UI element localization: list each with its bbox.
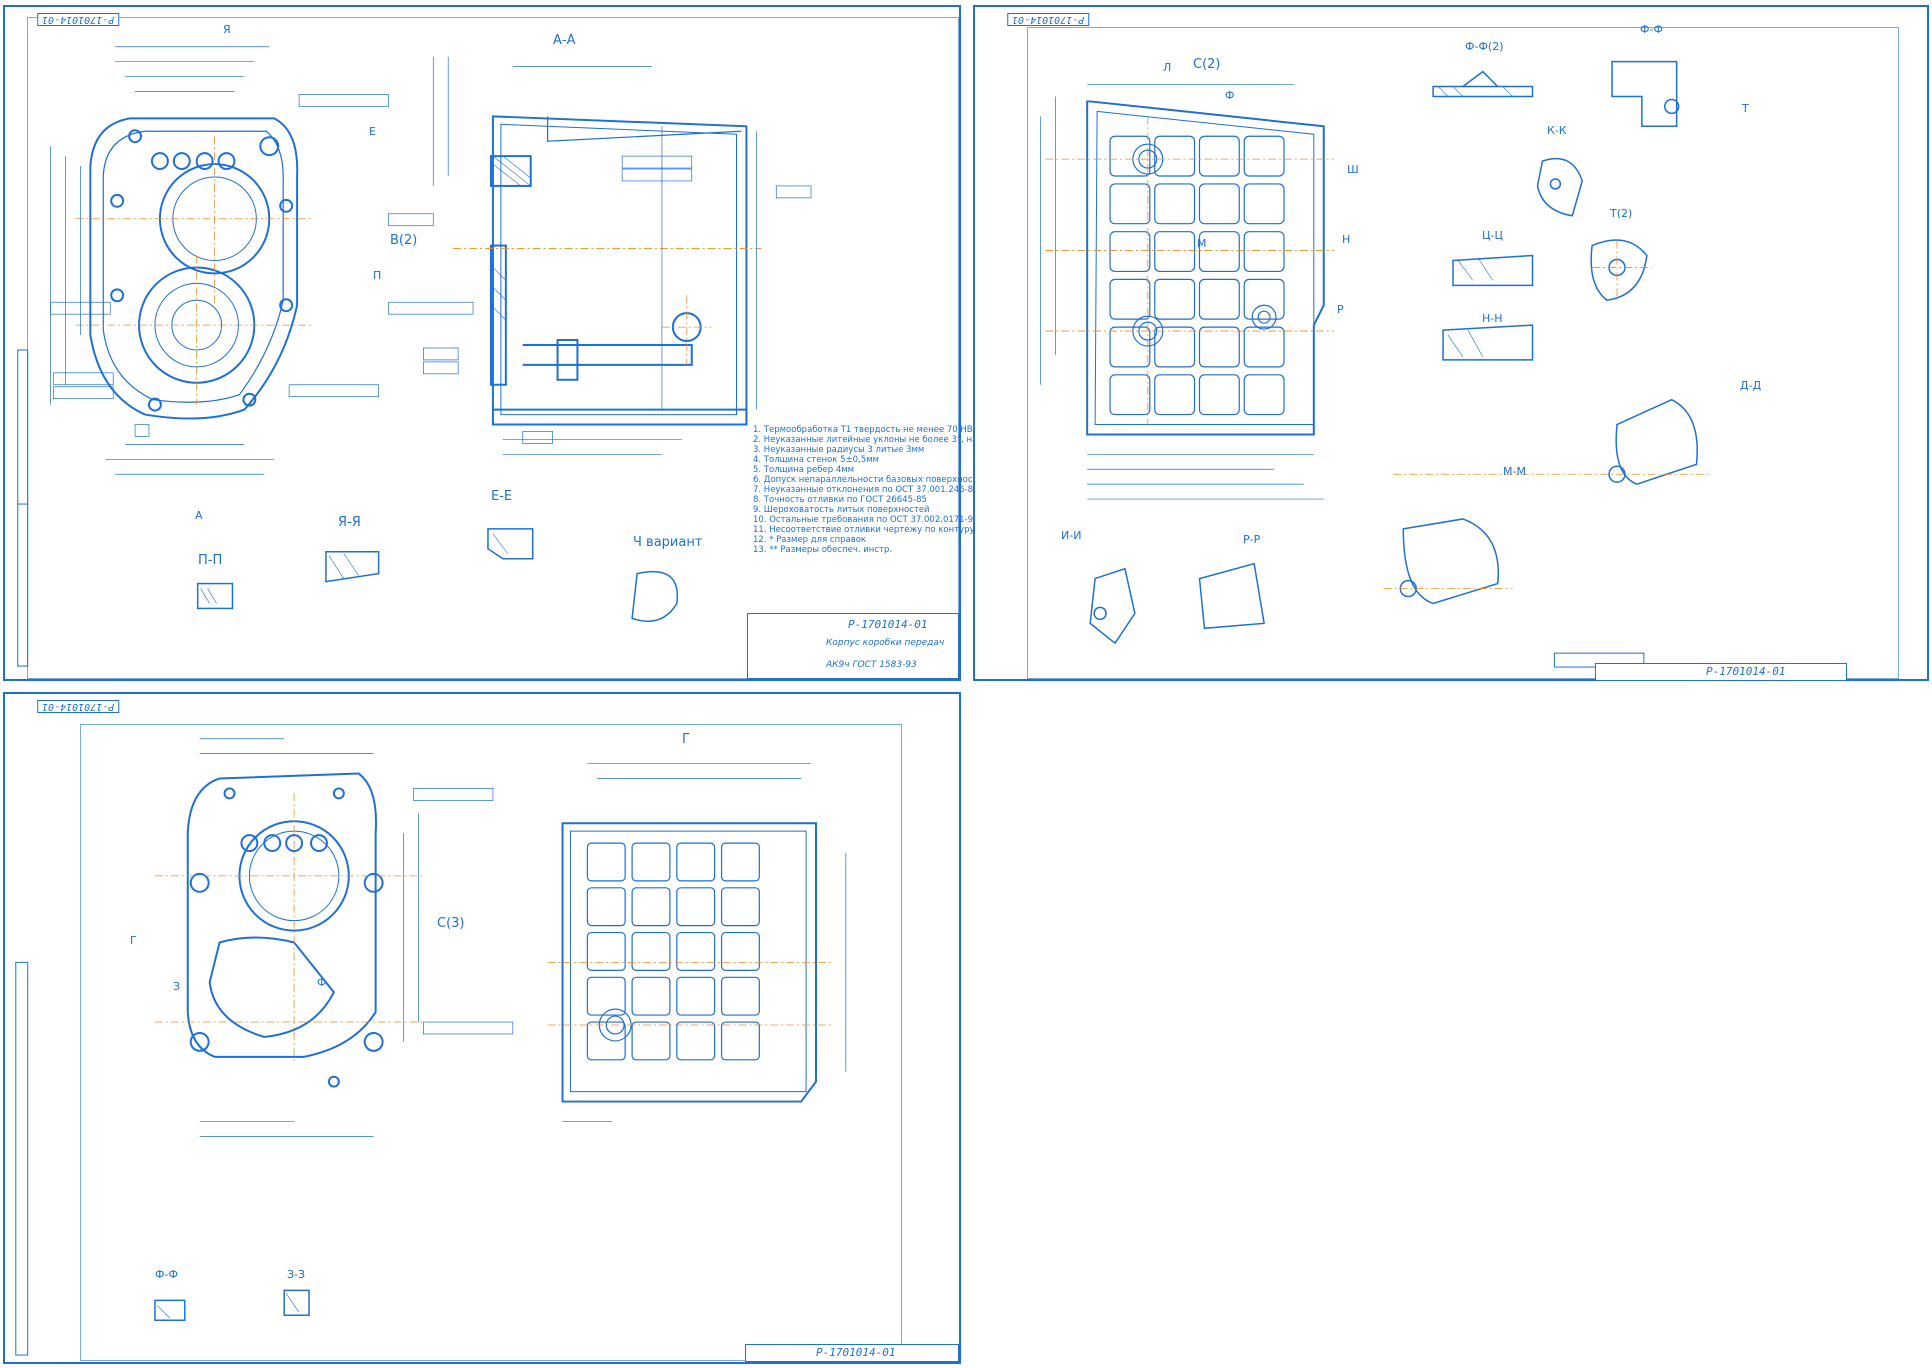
view-label-r: Р	[1337, 303, 1344, 316]
drawing-sheet-3: Р-1701014-01	[3, 692, 961, 1364]
view-label-g-arrow: Г	[130, 934, 137, 947]
section-aa	[489, 115, 748, 426]
sheet-1-drawing	[17, 46, 956, 667]
housing-rear-view	[186, 772, 384, 1088]
view-label-c2: С(2)	[1193, 57, 1221, 72]
section-yaya	[325, 551, 380, 583]
housing-top-view	[1086, 100, 1325, 436]
section-pp	[196, 582, 234, 610]
view-label-b2: В(2)	[390, 233, 418, 248]
title-block: Р-1701014-01	[1595, 663, 1847, 681]
section-zz	[283, 1289, 310, 1317]
view-label-yaya: Я-Я	[338, 515, 361, 530]
drawing-code: Р-1701014-01	[1706, 665, 1786, 678]
section-ee	[487, 528, 534, 560]
view-label-rr: Р-Р	[1243, 533, 1261, 546]
note-line: 1. Термообработка Т1 твердость не менее …	[753, 425, 973, 435]
view-label-ff: Ф-Ф	[1640, 23, 1663, 36]
view-label-tsts: Ц-Ц	[1482, 229, 1504, 242]
note-line: 5. Толщина ребер 4мм	[753, 465, 855, 475]
variant-view	[631, 570, 679, 622]
view-label-ff-small: Ф-Ф	[155, 1268, 178, 1281]
housing-side-view	[561, 822, 817, 1103]
note-line: 2. Неуказанные литейные уклоны не более …	[753, 435, 1063, 445]
view-label-zz: З-З	[287, 1268, 306, 1281]
note-line: 7. Неуказанные отклонения по ОСТ 37.001.…	[753, 485, 979, 495]
sheet-2-drawing	[1040, 60, 1712, 668]
drawing-code: Р-1701014-01	[848, 618, 928, 631]
note-line: 3. Неуказанные радиусы 3 литые 3мм	[753, 445, 925, 455]
view-label-t: Т	[1742, 102, 1749, 115]
drawing-sheet-2: Р-1701014-01	[973, 5, 1929, 681]
title-block: Р-1701014-01 Корпус коробки передач АК9ч…	[747, 613, 959, 679]
part-material: АК9ч ГОСТ 1583-93	[826, 660, 917, 670]
view-label-ii: И-И	[1061, 529, 1082, 542]
view-label-pp: П-П	[198, 553, 223, 568]
view-label-e: Е	[369, 125, 376, 138]
view-label-kk: К-К	[1547, 124, 1567, 137]
view-label-a: А	[195, 509, 203, 522]
view-label-mm: М-М	[1503, 465, 1526, 478]
view-label-aa: А-А	[553, 33, 576, 48]
section-ff-small	[154, 1299, 186, 1321]
sheet-frame	[27, 17, 959, 679]
view-label-ee: Е-Е	[491, 489, 513, 504]
view-label-m: М	[1197, 237, 1207, 250]
view-label-l: Л	[1163, 61, 1172, 74]
technical-requirements: 1. Термообработка Т1 твердость не менее …	[753, 425, 1063, 555]
part-title: Корпус коробки передач	[826, 638, 945, 648]
view-label-t2: Т(2)	[1610, 207, 1633, 220]
note-line: 4. Толщина стенок 5±0,5мм	[753, 455, 879, 465]
view-label-ff2: Ф-Ф(2)	[1465, 40, 1504, 53]
view-label-c3: С(3)	[437, 916, 465, 931]
view-label-dd: Д-Д	[1740, 379, 1762, 392]
title-block: Р-1701014-01	[745, 1344, 959, 1362]
note-line: 10. Остальные требования по ОСТ 37.002.0…	[753, 515, 979, 525]
view-label-variant: Ч вариант	[633, 535, 703, 550]
view-label-z: З	[173, 980, 181, 993]
view-label-nn: Н-Н	[1482, 312, 1503, 325]
drawing-sheet-1: Р-1701014-01	[3, 5, 1063, 681]
view-label-g-side: Г	[682, 732, 690, 747]
sheet-frame	[1027, 27, 1899, 679]
view-label-ya: Я	[223, 23, 231, 36]
sheet-3-drawing	[15, 738, 847, 1356]
note-line: 12. * Размер для справок	[753, 535, 867, 545]
view-label-f-small: Ф	[317, 976, 327, 989]
note-line: 8. Точность отливки по ГОСТ 26645-85	[753, 495, 927, 505]
note-line: 9. Шероховатость литых поверхностей	[753, 505, 930, 515]
view-label-f: Ф	[1225, 89, 1235, 102]
drawing-code: Р-1701014-01	[816, 1346, 896, 1359]
view-label-n: Н	[1342, 233, 1351, 246]
note-line: 13. ** Размеры обеспеч. инстр.	[753, 545, 893, 555]
sheet-frame	[80, 724, 902, 1361]
housing-front-view	[89, 117, 299, 420]
note-line: 6. Допуск непараллельности базовых повер…	[753, 475, 989, 485]
view-label-sh: Ш	[1347, 163, 1359, 176]
note-line: 11. Несоответствие отливки чертежу по ко…	[753, 525, 975, 535]
view-label-p: П	[373, 269, 382, 282]
